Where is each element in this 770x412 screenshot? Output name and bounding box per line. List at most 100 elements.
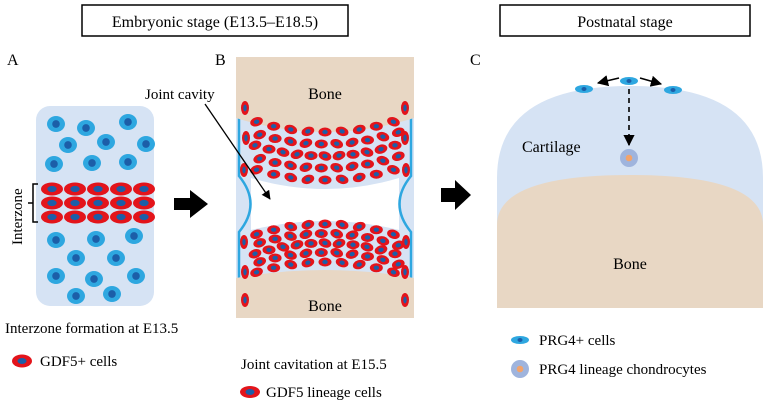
gdf5-lineage-cell [345,137,359,148]
gdf5-lineage-cell [241,293,249,307]
gdf5-lineage-cell [318,175,332,185]
bone-label-c: Bone [613,256,647,273]
gdf5-lineage-cell [335,126,349,137]
gdf5-lineage-cell [387,117,400,127]
gdf5-cell [64,182,86,196]
gdf5-lineage-cell [318,219,332,229]
blue-cell [125,228,143,244]
gdf5-lineage-cell [401,101,409,115]
gdf5-lineage-cell [345,230,359,240]
gdf5-lineage-cell [335,257,349,268]
gdf5-lineage-cell [301,174,315,185]
gdf5-cell [110,196,132,210]
panel-a-letter: A [7,52,19,69]
gdf5-lineage-cell [240,235,248,249]
panel-b-caption: Joint cavitation at E15.5 [241,357,387,373]
bone-bottom-label: Bone [308,298,342,315]
joint-cavity [251,178,399,230]
blue-cell [45,156,63,172]
gdf5-lineage-cell [391,240,405,250]
gdf5-lineage-cell [332,238,346,249]
gdf5-cell [41,196,63,210]
gdf5-lineage-cell [299,248,313,259]
gdf5-lineage-cell [250,229,263,239]
gdf5-lineage-cell [345,249,359,259]
gdf5-cell-legend-label: GDF5+ cells [40,354,117,370]
gdf5-lineage-cell [314,248,328,258]
gdf5-cell [87,196,109,210]
gdf5-lineage-cell [376,155,390,166]
gdf5-lineage-cell [352,172,366,183]
gdf5-lineage-cell [387,229,400,239]
gdf5-lineage-cell [402,163,410,177]
gdf5-lineage-cell [276,147,290,157]
gdf5-lineage-cell [253,129,267,140]
gdf5-lineage-cell [267,169,281,179]
gdf5-lineage-cell [250,117,263,127]
gdf5-lineage-cell [284,172,298,183]
bone-bottom-b [236,270,414,318]
blue-cell [67,288,85,304]
joint-capsule-right [398,60,413,316]
gdf5-lineage-cell [268,234,282,244]
panel-a: Interzone Interzone formation at E13.5 G… [5,106,178,370]
gdf5-lineage-cell [374,245,388,255]
prg4-legend-label: PRG4+ cells [539,333,616,349]
gdf5-lineage-cell [301,126,315,137]
gdf5-lineage-cell [346,240,360,250]
gdf5-lineage-cell [284,221,298,232]
joint-cavity-pointer [204,103,271,200]
gdf5-cell [64,210,86,224]
gdf5-lineage-legend-icon [240,386,260,398]
prg4-lineage-legend-icon [511,360,529,378]
gdf5-lineage-cell [391,151,405,161]
blue-cell [97,134,115,150]
gdf5-lineage-cell [267,121,281,131]
gdf5-lineage-cell [241,265,249,279]
gdf5-cell [87,210,109,224]
gdf5-lineage-cell [330,162,344,173]
blue-cell [119,114,137,130]
blue-cell [137,136,155,152]
gdf5-lineage-cell [388,249,402,259]
cartilage-label: Cartilage [522,139,581,156]
blue-cell [77,120,95,136]
gdf5-cell [41,182,63,196]
transition-arrow-b-c [441,180,471,210]
gdf5-cell [133,210,155,224]
gdf5-lineage-cell [276,242,290,252]
gdf5-lineage-cell [253,153,267,164]
gdf5-lineage-cell [387,165,400,175]
prg4-lineage-legend-label: PRG4 lineage chondrocytes [539,362,707,378]
gdf5-lineage-legend-label: GDF5 lineage cells [266,385,382,401]
gdf5-lineage-cell [267,225,281,235]
gdf5-lineage-cell [402,235,410,249]
gdf5-lineage-cell [314,229,328,239]
gdf5-cell [133,182,155,196]
gdf5-lineage-cell [352,221,366,232]
gdf5-cell [41,210,63,224]
blue-cell [59,137,77,153]
gdf5-lineage-cell [248,248,262,259]
interzone-bracket [28,183,38,223]
gdf5-lineage-cell [369,121,383,131]
gdf5-lineage-cell [284,136,297,147]
gdf5-lineage-cell [240,163,248,177]
postnatal-stage-header: Postnatal stage [499,4,751,37]
gdf5-lineage-cell [369,225,383,235]
gdf5-lineage-cell [253,257,267,267]
interzone-label: Interzone [10,188,26,245]
gdf5-lineage-cell [376,236,390,246]
gdf5-lineage-cell [248,140,262,151]
panel-b-letter: B [215,52,226,69]
gdf5-lineage-cell [401,131,409,145]
gdf5-lineage-cell [268,158,282,168]
gdf5-lineage-cell [360,147,374,157]
blue-cell [103,286,121,302]
gdf5-lineage-cell [391,259,405,269]
gdf5-lineage-cell [376,131,390,142]
gdf5-lineage-cell [330,248,344,258]
gdf5-lineage-cell [284,124,298,135]
gdf5-lineage-cell [330,229,344,239]
